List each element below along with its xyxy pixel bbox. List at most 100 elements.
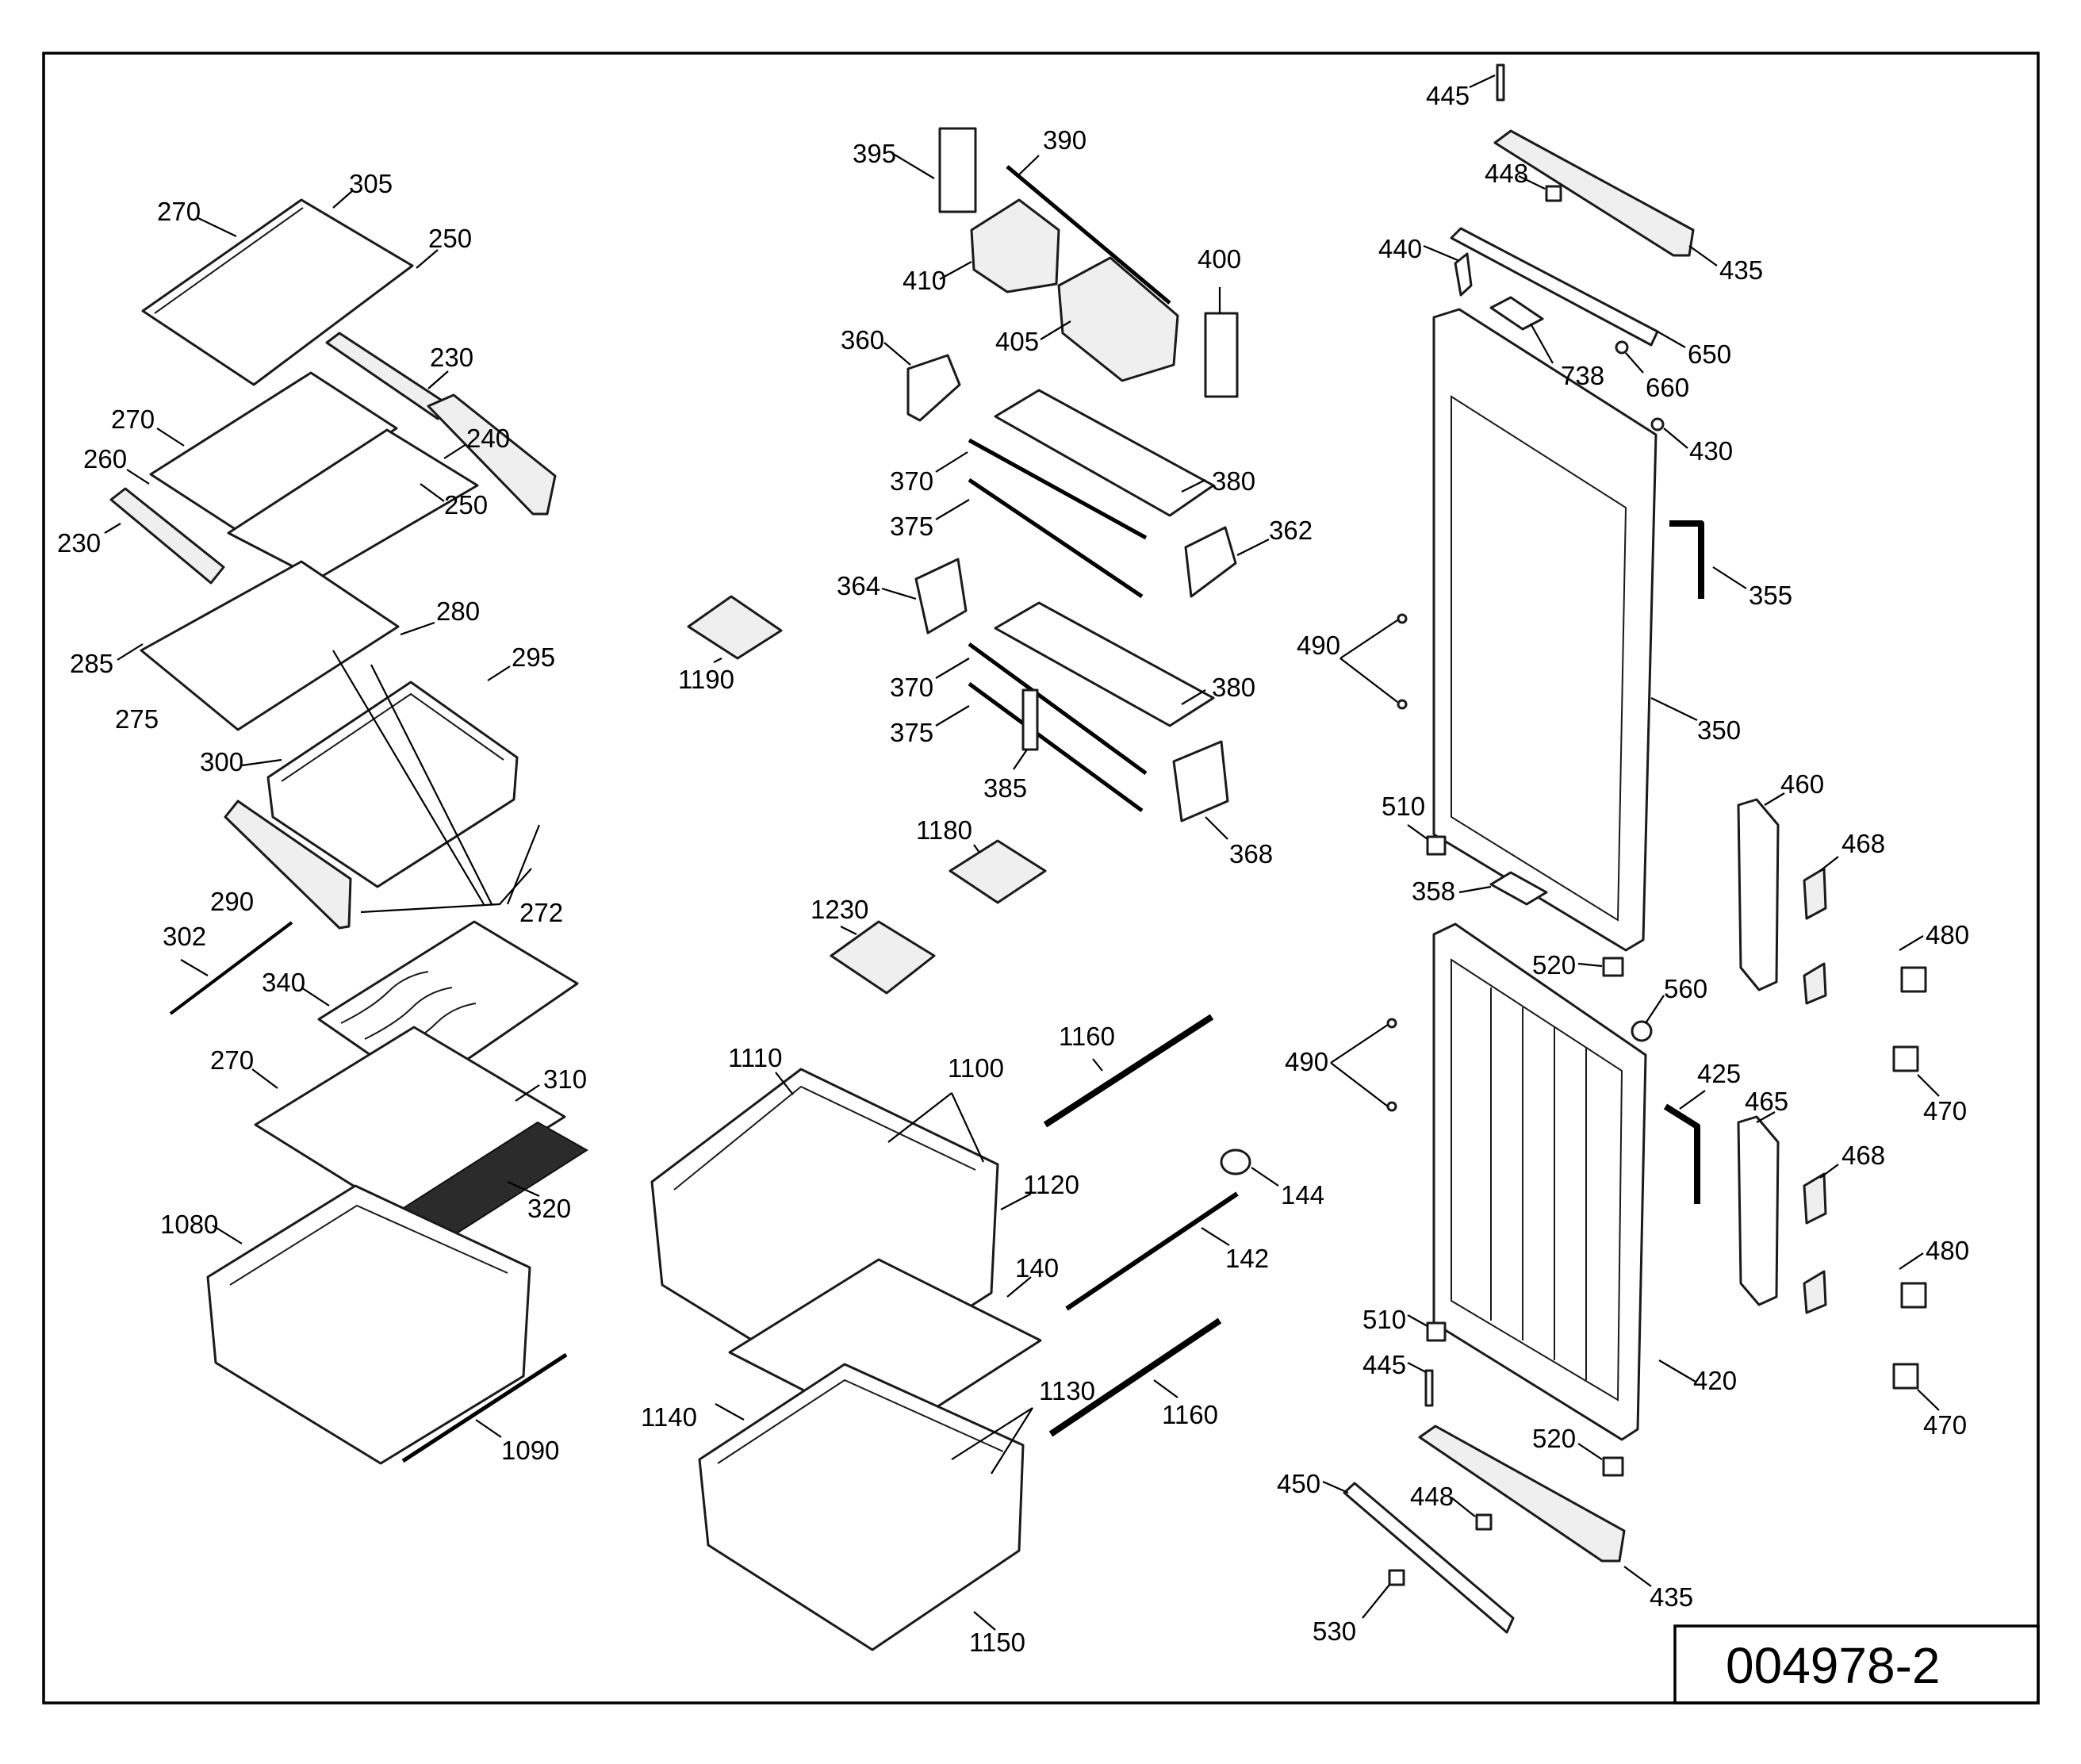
pin-430	[1650, 417, 1665, 431]
screw-445-top	[1496, 63, 1505, 102]
shelf-bracket-362	[1184, 526, 1237, 598]
shelf-trim-left	[109, 487, 225, 585]
callout-368: 368	[1229, 839, 1273, 869]
callout-430: 430	[1689, 436, 1733, 466]
callout-480-lower: 480	[1926, 1236, 1969, 1265]
callout-230-right: 230	[430, 343, 473, 372]
callout-1140: 1140	[641, 1402, 697, 1432]
plug-490b1	[1386, 1018, 1397, 1029]
glass-shelf-top	[141, 198, 414, 386]
callout-650: 650	[1688, 339, 1731, 369]
callout-140: 140	[1015, 1253, 1059, 1283]
callout-435-bottom: 435	[1650, 1582, 1693, 1612]
callout-360: 360	[841, 325, 884, 355]
callout-320: 320	[527, 1194, 571, 1223]
cap-530	[1388, 1569, 1405, 1586]
callout-1100: 1100	[948, 1053, 1004, 1083]
door-bin-clip	[938, 127, 977, 213]
callout-410: 410	[903, 266, 946, 295]
callout-465: 465	[1745, 1087, 1788, 1116]
handle-bracket-468a	[1803, 867, 1827, 920]
hinge-pin-510a	[1426, 835, 1447, 856]
middle-parts-group	[650, 127, 1251, 1651]
callout-1090: 1090	[501, 1436, 559, 1465]
callout-395: 395	[853, 139, 896, 168]
cover-470b	[1900, 1282, 1927, 1309]
callout-260: 260	[83, 444, 127, 474]
cover-470a	[1900, 966, 1927, 993]
title-block	[1673, 1624, 2040, 1705]
small-drawer	[266, 681, 519, 888]
hinge-pin-510b	[1426, 1321, 1447, 1342]
callout-1160-upper: 1160	[1059, 1022, 1115, 1051]
callout-240: 240	[466, 424, 510, 453]
drawing-frame	[42, 52, 2040, 1705]
callout-285: 285	[70, 649, 113, 678]
bracket-450	[1343, 1482, 1515, 1634]
drawer-rail-left	[224, 800, 352, 930]
callout-490-upper: 490	[1297, 631, 1340, 660]
callout-340: 340	[262, 968, 305, 997]
handle-bracket-468b2	[1803, 1270, 1827, 1314]
cover-470a2	[1892, 1045, 1919, 1072]
hinge-pin-520a	[1602, 957, 1624, 977]
plug-490a1	[1397, 613, 1408, 624]
hinge-pin-520b	[1602, 1456, 1624, 1477]
egg-tray-bin	[970, 198, 1060, 293]
callout-290: 290	[210, 887, 254, 916]
bushing-448-bottom	[1475, 1513, 1493, 1531]
ice-tray-1180	[949, 839, 1047, 904]
callout-1120: 1120	[1023, 1170, 1079, 1199]
callout-305: 305	[349, 169, 393, 198]
bin-bracket-right	[1204, 312, 1239, 398]
leader-lines	[104, 75, 1940, 1631]
callout-448-bottom: 448	[1410, 1482, 1454, 1511]
callout-1190: 1190	[678, 665, 734, 694]
callout-445-bottom: 445	[1362, 1350, 1406, 1379]
callout-355: 355	[1749, 581, 1792, 610]
callout-142: 142	[1225, 1244, 1269, 1273]
callout-425: 425	[1697, 1059, 1741, 1088]
egg-tray-1190	[687, 595, 783, 660]
callout-370-lower: 370	[890, 673, 933, 702]
callout-420: 420	[1693, 1366, 1737, 1395]
drawer-rail-right	[427, 393, 557, 516]
callout-435-top: 435	[1719, 255, 1763, 285]
callout-272: 272	[519, 898, 563, 927]
divider-385	[1021, 688, 1039, 751]
handle-bracket-468b	[1803, 1172, 1827, 1225]
callout-560: 560	[1664, 974, 1707, 1003]
door-shelf-380a	[994, 389, 1215, 517]
callout-labels: 270 305 250 230 270 240 260 250 230 280 …	[57, 81, 1969, 1657]
callout-510-upper: 510	[1382, 792, 1425, 821]
callout-1080: 1080	[160, 1210, 218, 1239]
callout-405: 405	[995, 327, 1039, 356]
callout-270-second: 270	[111, 405, 155, 434]
callout-270-lower: 270	[210, 1045, 254, 1075]
washer-560	[1631, 1020, 1653, 1042]
callout-275: 275	[115, 704, 159, 734]
callout-445-top: 445	[1426, 81, 1470, 110]
callout-310: 310	[543, 1064, 587, 1094]
callout-358: 358	[1412, 876, 1455, 906]
right-doors-group	[1343, 63, 1927, 1634]
stop-440	[1454, 252, 1473, 297]
callout-460: 460	[1780, 769, 1824, 799]
callout-520-lower: 520	[1532, 1424, 1576, 1453]
shelf-bracket-368	[1172, 740, 1229, 823]
callout-1160-lower: 1160	[1162, 1400, 1218, 1429]
callout-468-lower: 468	[1841, 1141, 1885, 1170]
ice-tray-1230	[830, 920, 936, 995]
callout-1150: 1150	[969, 1628, 1025, 1657]
callout-738: 738	[1561, 361, 1604, 390]
callout-380-lower: 380	[1212, 673, 1255, 702]
callout-350: 350	[1697, 715, 1741, 745]
callout-470-lower: 470	[1923, 1410, 1967, 1440]
freezer-drawer-lower	[698, 1363, 1025, 1651]
callout-300: 300	[200, 747, 243, 777]
callout-448-top: 448	[1485, 159, 1528, 188]
door-handle-460	[1737, 798, 1780, 991]
handle-cover-358	[1489, 871, 1548, 906]
callout-230-left: 230	[57, 528, 101, 558]
